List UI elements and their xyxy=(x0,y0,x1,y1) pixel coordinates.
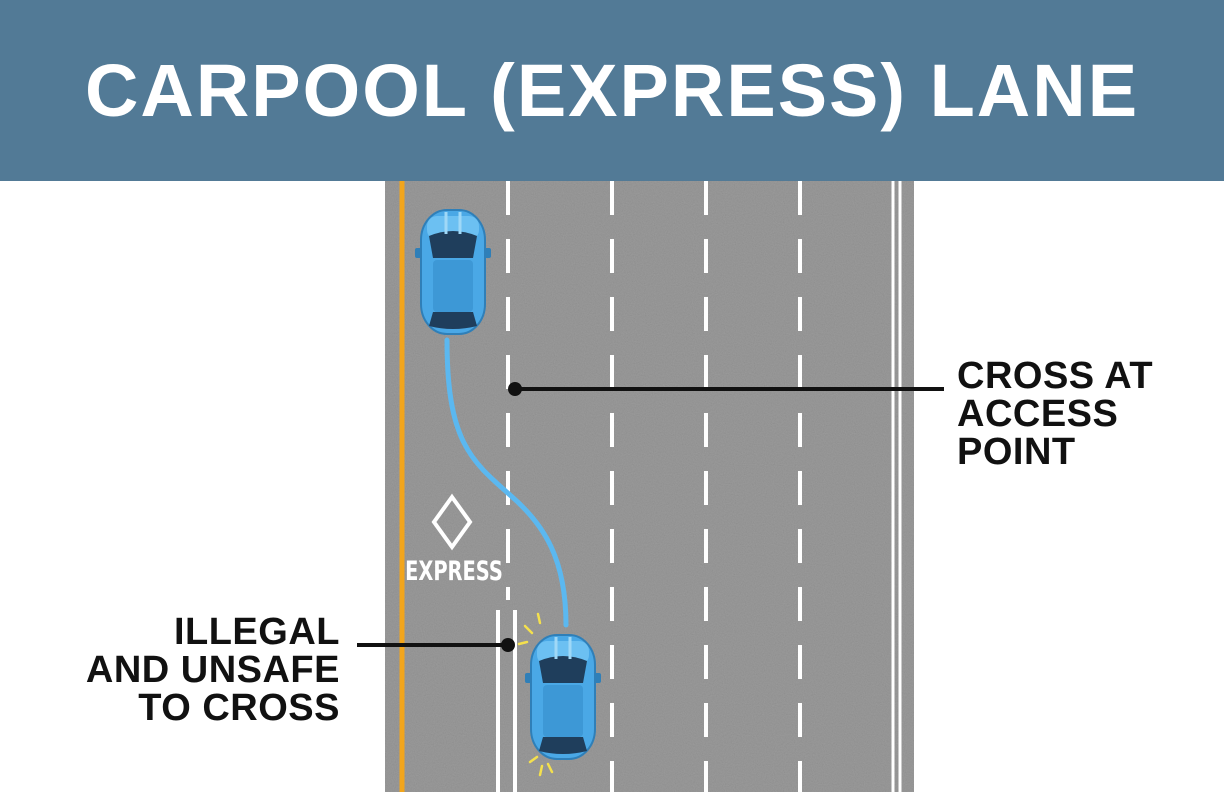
access-point-callout: CROSS AT ACCESS POINT xyxy=(957,357,1153,471)
title-banner: CARPOOL (EXPRESS) LANE xyxy=(0,0,1224,181)
illegal-dot xyxy=(501,638,515,652)
callout-line: CROSS AT xyxy=(957,355,1154,397)
diamond-icon xyxy=(431,493,473,551)
callout-line: TO CROSS xyxy=(138,687,340,729)
sparkle-icon xyxy=(517,612,554,777)
callout-line: ILLEGAL xyxy=(173,611,340,653)
callout-line: AND UNSAFE xyxy=(85,649,340,691)
access-point-dot xyxy=(508,382,522,396)
express-lane-marking: EXPRESS xyxy=(405,555,503,587)
lane-change-path xyxy=(444,337,569,628)
car-in-regular-lane xyxy=(523,633,603,761)
illegal-crossing-callout: ILLEGAL AND UNSAFE TO CROSS xyxy=(20,613,340,727)
car-in-express-lane xyxy=(413,208,493,336)
callout-line: POINT xyxy=(957,431,1076,473)
callout-line: ACCESS xyxy=(957,393,1119,435)
page-title: CARPOOL (EXPRESS) LANE xyxy=(84,49,1140,132)
